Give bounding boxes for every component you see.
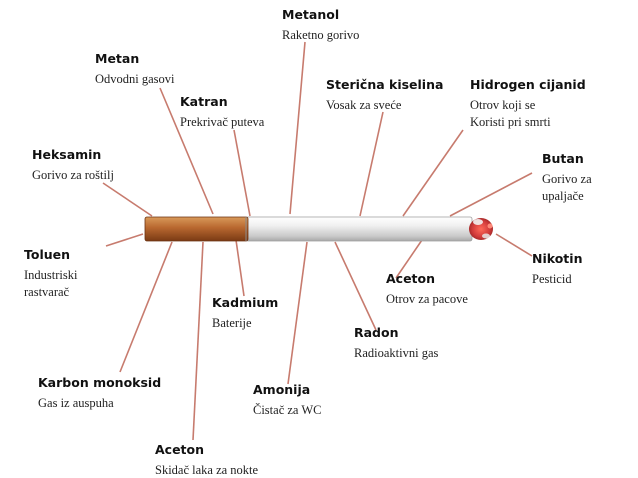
label-desc: Baterije: [212, 316, 252, 331]
leader-amonija: [287, 241, 308, 385]
label-name: Metanol: [282, 7, 340, 22]
leader-toluen: [105, 233, 144, 247]
leader-aceton2: [192, 241, 204, 441]
label-desc: Čistač za WC: [253, 403, 322, 418]
label-metan: Metan Odvodni gasovi: [95, 51, 175, 87]
label-desc: Prekrivač puteva: [180, 115, 265, 130]
label-name: Katran: [180, 94, 228, 109]
label-name: Nikotin: [532, 251, 583, 266]
label-aceton-otrov: Aceton Otrov za pacove: [386, 271, 468, 307]
label-butan: Butan Gorivo za upaljače: [542, 151, 592, 203]
label-karbon-monoksid: Karbon monoksid Gas iz auspuha: [38, 375, 162, 411]
label-name: Karbon monoksid: [38, 375, 162, 390]
label-name: Metan: [95, 51, 140, 66]
label-desc: Skidač laka za nokte: [155, 463, 259, 478]
leader-radon: [334, 241, 377, 331]
label-kadmium: Kadmium Baterije: [212, 295, 279, 331]
label-name: Hidrogen cijanid: [470, 77, 586, 92]
label-desc: Gorivo za: [542, 172, 592, 187]
label-stericna: Sterična kiselina Vosak za sveće: [326, 77, 444, 113]
label-nikotin: Nikotin Pesticid: [532, 251, 583, 287]
label-desc-line2: rastvarač: [24, 284, 70, 299]
label-name: Radon: [354, 325, 399, 340]
label-desc-line2: Koristi pri smrti: [470, 114, 551, 129]
label-name: Sterična kiselina: [326, 77, 444, 92]
label-radon: Radon Radioaktivni gas: [354, 325, 439, 361]
label-toluen: Toluen Industriski rastvarač: [24, 247, 78, 299]
leader-butan: [449, 172, 533, 217]
leader-hidrogen: [402, 129, 464, 217]
leader-lines: [102, 41, 533, 441]
label-name: Kadmium: [212, 295, 279, 310]
cigarette-paper: [245, 216, 473, 242]
leader-katran: [233, 129, 251, 217]
label-desc: Vosak za sveće: [326, 98, 402, 113]
label-desc: Otrov koji se: [470, 98, 536, 113]
label-hidrogen: Hidrogen cijanid Otrov koji se Koristi p…: [470, 77, 586, 129]
label-name: Toluen: [24, 247, 71, 262]
label-name: Aceton: [386, 271, 436, 286]
leader-nikotin: [495, 233, 533, 257]
label-desc: Odvodni gasovi: [95, 72, 175, 87]
label-name: Aceton: [155, 442, 205, 457]
leader-karbon: [119, 241, 173, 373]
label-aceton-skidac: Aceton Skidač laka za nokte: [155, 442, 259, 478]
label-desc: Raketno gorivo: [282, 28, 360, 43]
label-desc: Gas iz auspuha: [38, 396, 114, 411]
label-desc: Radioaktivni gas: [354, 346, 439, 361]
label-desc: Otrov za pacove: [386, 292, 468, 307]
label-name: Heksamin: [32, 147, 102, 162]
leader-stericna: [359, 111, 384, 217]
label-name: Butan: [542, 151, 584, 166]
cigarette: [144, 216, 493, 242]
label-name: Amonija: [253, 382, 311, 397]
leader-aceton1: [395, 239, 423, 279]
label-amonija: Amonija Čistač za WC: [253, 382, 322, 418]
label-desc: Pesticid: [532, 272, 572, 287]
leader-kadmium: [235, 239, 245, 297]
leader-heksamin: [102, 182, 153, 217]
leader-metanol: [289, 41, 306, 215]
label-desc-line2: upaljače: [542, 188, 584, 203]
label-desc: Industriski: [24, 268, 78, 283]
cigarette-filter: [144, 216, 249, 242]
leader-metan: [159, 87, 214, 215]
label-katran: Katran Prekrivač puteva: [180, 94, 265, 130]
label-desc: Gorivo za roštilj: [32, 168, 114, 183]
label-heksamin: Heksamin Gorivo za roštilj: [32, 147, 114, 183]
label-metanol: Metanol Raketno gorivo: [282, 7, 360, 43]
